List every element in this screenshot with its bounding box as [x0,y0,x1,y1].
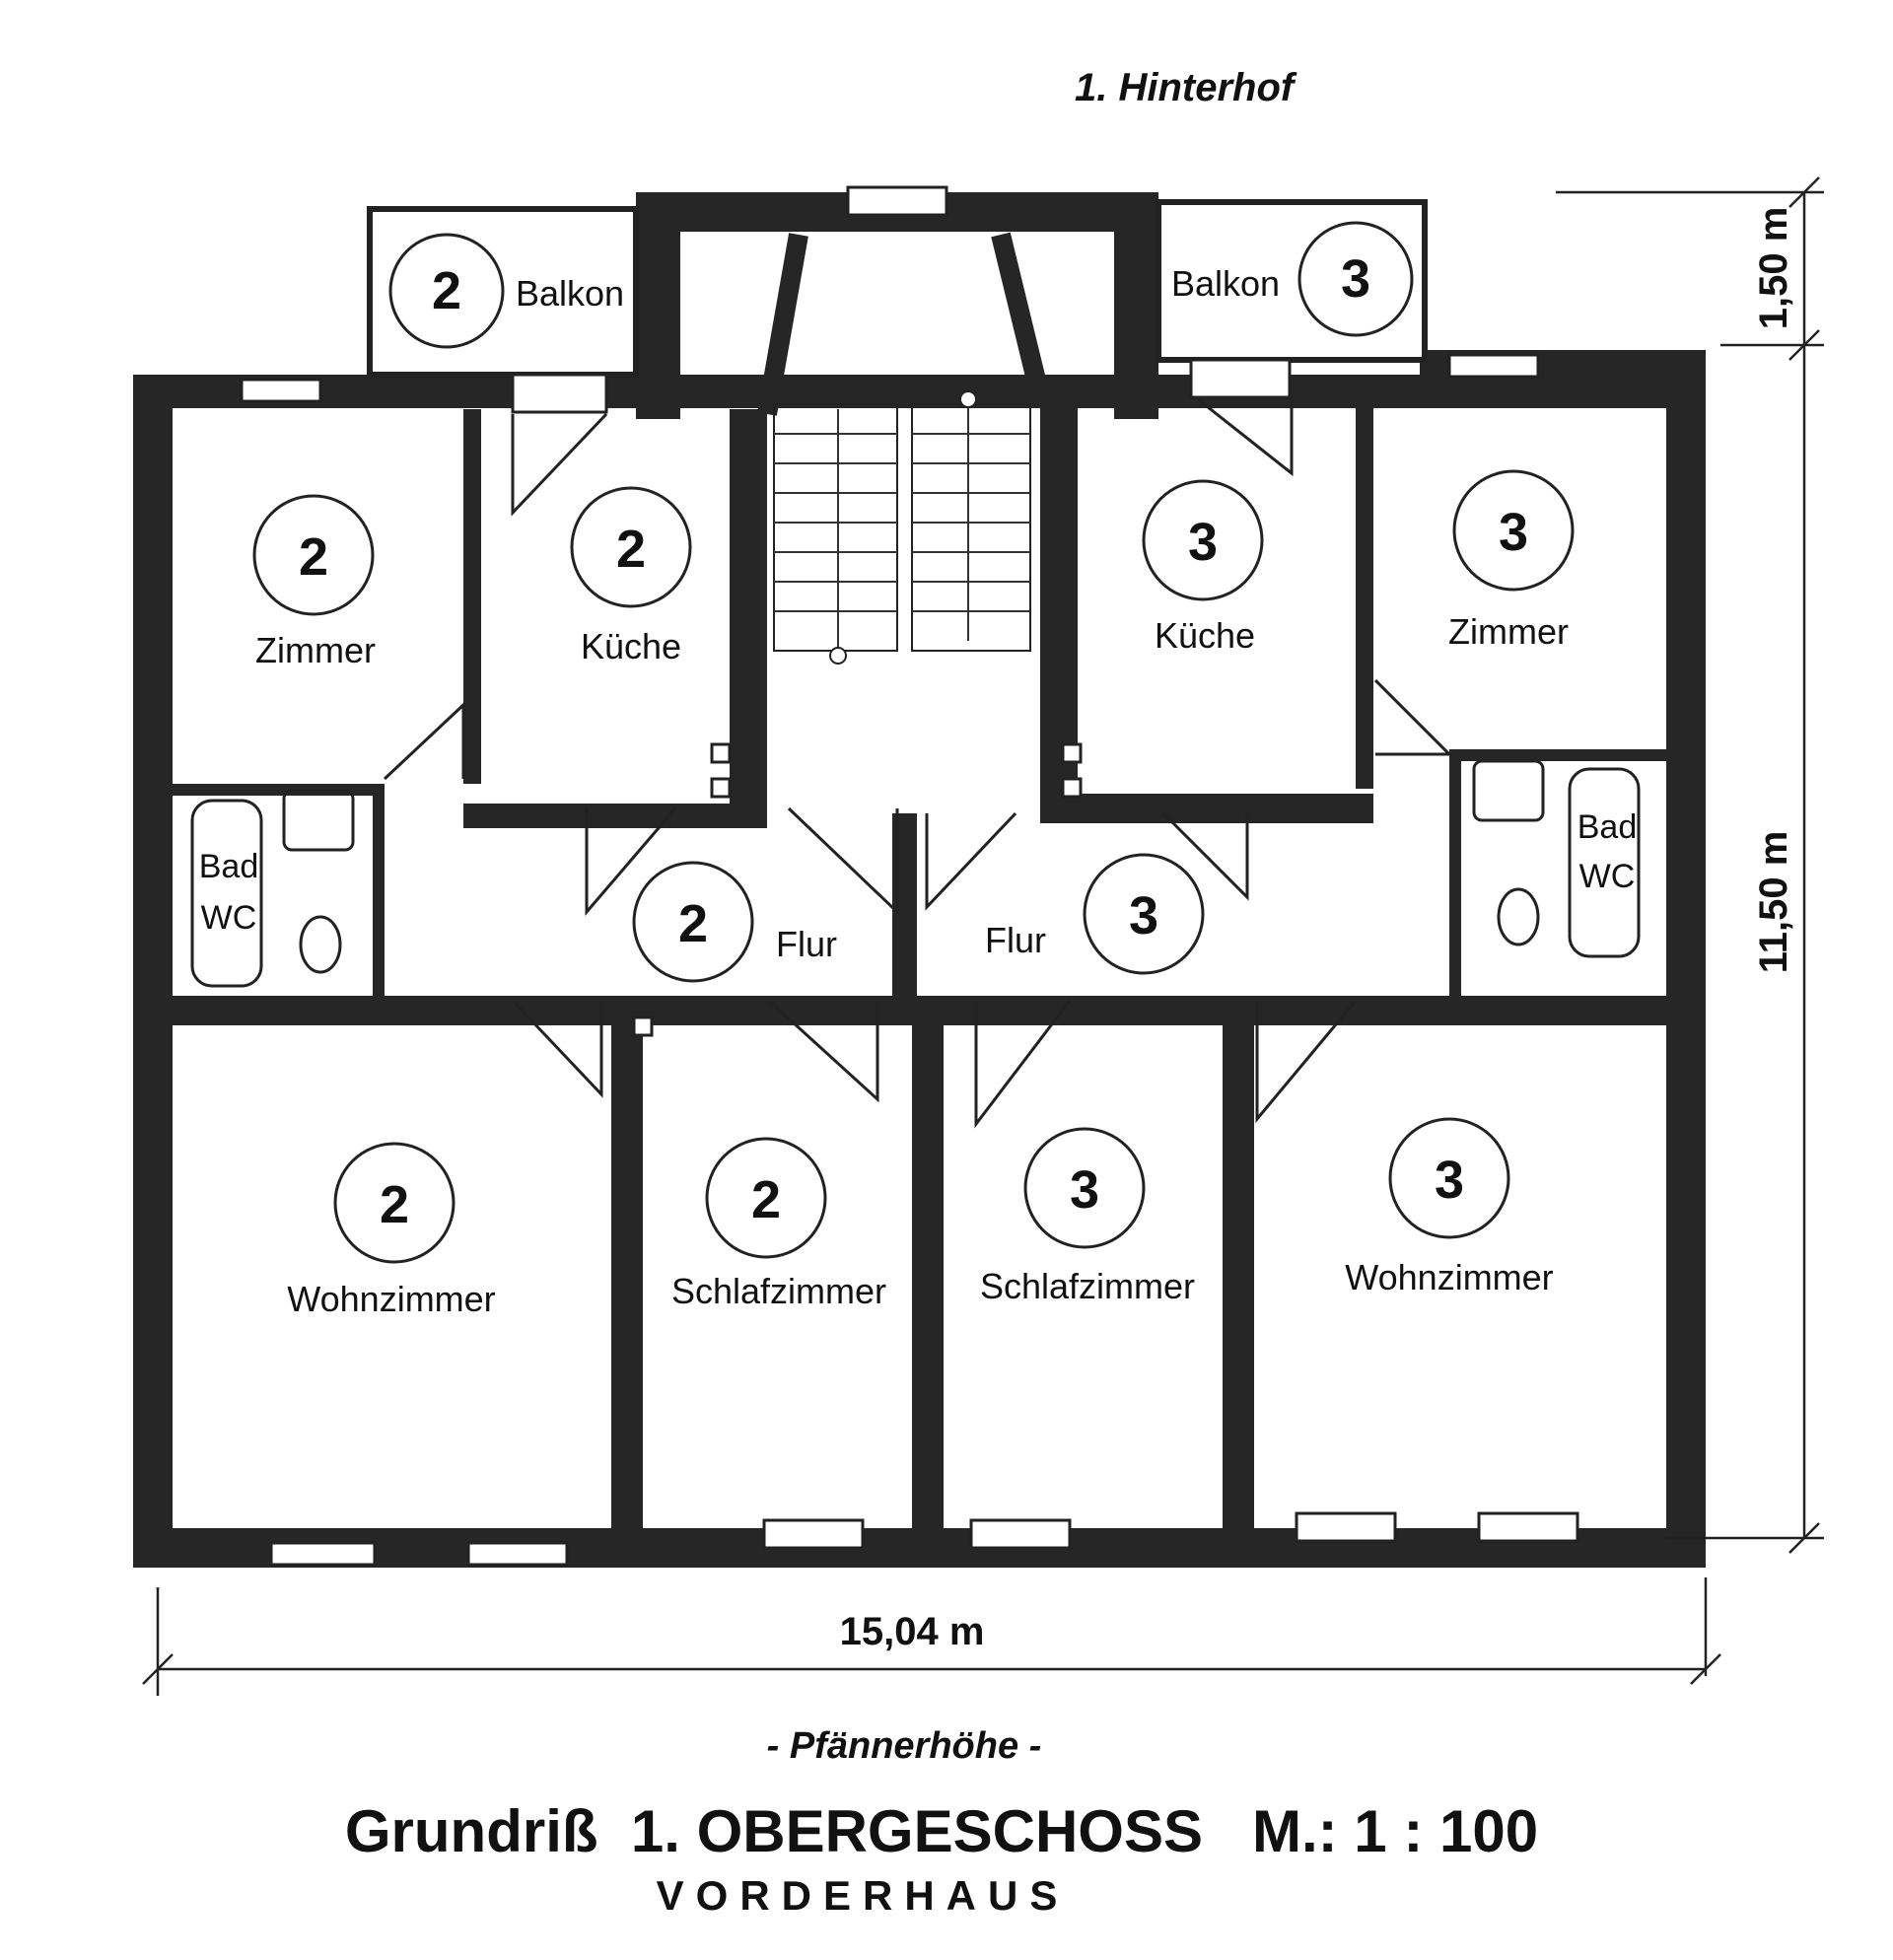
living-right-number: 3 [1435,1151,1464,1210]
plan-title: Grundriß 1. OBERGESCHOSS M.: 1 : 100 [345,1798,1538,1864]
bedroom-right-label: Schlafzimmer [980,1266,1195,1306]
balcony-right-label: Balkon [1171,263,1280,304]
doors [383,397,1453,1129]
width-dimension: 15,04 m [840,1610,985,1653]
kitchen-left-label: Küche [581,626,681,666]
balcony-depth-dimension: 1,50 m [1752,207,1795,330]
hall-right-label: Flur [985,920,1046,960]
hall-left-number: 2 [678,894,708,953]
unit-3-labels: Balkon 3 3 Küche 3 Zimmer Bad WC Flur 3 … [980,221,1638,1306]
living-left-label: Wohnzimmer [287,1279,495,1319]
room-right-label: Zimmer [1448,611,1569,652]
room-left-label: Zimmer [255,630,376,670]
street-label: - Pfännerhöhe - [767,1725,1042,1767]
hall-right-number: 3 [1129,886,1158,945]
depth-dimension: 11,50 m [1752,831,1795,974]
room-right-number: 3 [1499,503,1528,562]
bedroom-left-label: Schlafzimmer [671,1271,886,1311]
interior-walls [133,232,1706,1538]
balcony-left-label: Balkon [516,273,624,314]
bath-right-label-1: Bad [1578,808,1638,846]
kitchen-left-number: 2 [616,520,646,579]
staircase [773,390,1031,665]
bath-left-label-1: Bad [199,848,259,885]
room-left-number: 2 [299,527,328,587]
bath-left-label-2: WC [201,899,257,937]
balcony-right-number: 3 [1341,249,1370,309]
dimension-lines [142,176,1824,1696]
hall-left-label: Flur [776,924,837,964]
plan-subtitle: VORDERHAUS [657,1872,1070,1919]
living-right-label: Wohnzimmer [1345,1257,1553,1297]
chimney-flues [632,742,1083,1037]
balcony-left-number: 2 [432,261,461,320]
courtyard-label: 1. Hinterhof [1075,66,1297,109]
kitchen-right-number: 3 [1188,513,1218,572]
living-left-number: 2 [380,1175,409,1234]
windows [240,185,1579,1567]
bedroom-right-number: 3 [1070,1160,1099,1220]
kitchen-right-label: Küche [1155,615,1255,656]
bathroom-fixtures [190,759,1641,988]
bath-right-label-2: WC [1579,858,1636,895]
unit-2-labels: 2 Balkon 2 Zimmer 2 Küche Bad WC 2 Flur … [199,233,886,1319]
bedroom-left-number: 2 [751,1170,781,1229]
